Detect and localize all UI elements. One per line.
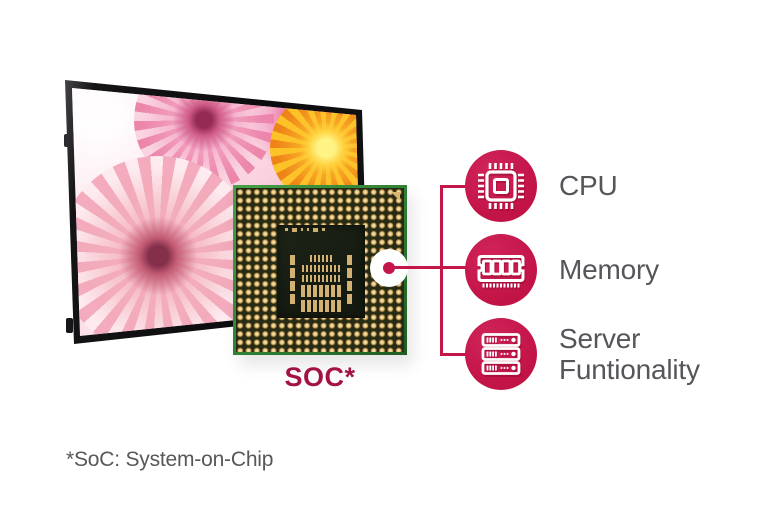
soc-chip-image bbox=[233, 185, 407, 355]
chip-die bbox=[277, 225, 365, 318]
display-side-button bbox=[66, 318, 73, 333]
connector-line-cpu bbox=[440, 185, 470, 188]
die-marker-pads bbox=[285, 228, 359, 232]
feature-cpu: CPU bbox=[465, 150, 618, 222]
feature-label-server: Server Funtionality bbox=[559, 322, 700, 385]
pink-dahlia-large bbox=[72, 156, 258, 336]
footnote-text: *SoC: System-on-Chip bbox=[66, 448, 274, 471]
callout-anchor-dot bbox=[383, 262, 395, 274]
memory-ram-icon bbox=[477, 255, 525, 288]
die-capacitor-pads bbox=[290, 255, 352, 312]
pin1-marker bbox=[391, 192, 400, 201]
cpu-badge bbox=[465, 150, 537, 222]
soc-caption: SOC* bbox=[284, 362, 356, 392]
cpu-chip-icon bbox=[478, 163, 524, 209]
server-badge bbox=[465, 318, 537, 390]
server-rack-icon bbox=[481, 333, 521, 375]
feature-label-cpu: CPU bbox=[559, 170, 618, 202]
feature-label-memory: Memory bbox=[559, 254, 659, 286]
connector-line-vertical bbox=[440, 185, 443, 356]
connector-line-memory bbox=[388, 266, 468, 269]
memory-badge bbox=[465, 234, 537, 306]
display-side-button bbox=[64, 134, 70, 147]
feature-memory: Memory bbox=[465, 234, 659, 306]
connector-line-server bbox=[440, 353, 470, 356]
feature-server: Server Funtionality bbox=[465, 318, 737, 390]
display-panel bbox=[64, 78, 372, 348]
